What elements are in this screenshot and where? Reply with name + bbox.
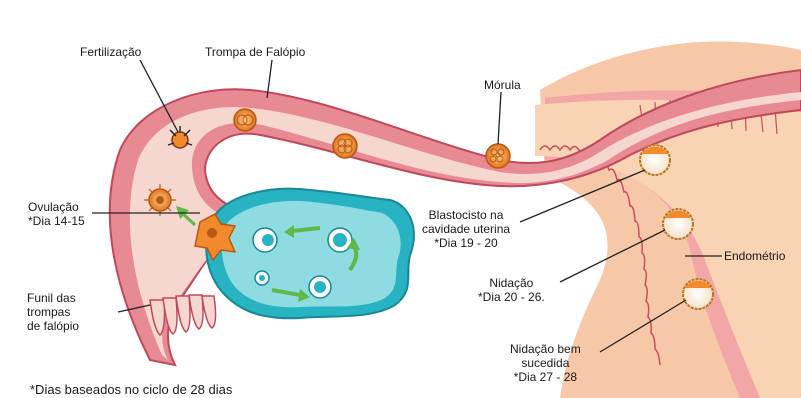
label-successful-nidation-day: *Dia 27 - 28 bbox=[510, 370, 581, 384]
fimbriae bbox=[150, 295, 216, 335]
label-funnel-line1: Funil das bbox=[27, 291, 79, 305]
label-ovulation: Ovulação *Dia 14-15 bbox=[28, 200, 85, 228]
label-successful-nidation-line2: sucedida bbox=[510, 356, 581, 370]
label-ovulation-day: *Dia 14-15 bbox=[28, 214, 85, 228]
label-blastocyst: Blastocisto na cavidade uterina *Dia 19 … bbox=[422, 208, 510, 250]
footnote: *Dias baseados no ciclo de 28 dias bbox=[30, 383, 232, 397]
label-morula: Mórula bbox=[484, 78, 521, 92]
morula bbox=[486, 144, 510, 168]
label-successful-nidation: Nidação bem sucedida *Dia 27 - 28 bbox=[510, 342, 581, 384]
zygote-2cell bbox=[234, 109, 256, 131]
label-funnel-line3: de falópio bbox=[27, 319, 79, 333]
label-successful-nidation-line1: Nidação bem bbox=[510, 342, 581, 356]
label-endometrium: Endométrio bbox=[724, 249, 785, 263]
label-blastocyst-line2: cavidade uterina bbox=[422, 222, 510, 236]
label-blastocyst-day: *Dia 19 - 20 bbox=[422, 236, 510, 250]
blastocyst-2 bbox=[663, 209, 693, 239]
label-nidation: Nidação *Dia 20 - 26. bbox=[478, 276, 545, 304]
label-funnel: Funil das trompas de falópio bbox=[27, 291, 79, 333]
label-nidation-day: *Dia 20 - 26. bbox=[478, 290, 545, 304]
zygote-4cell bbox=[333, 134, 357, 158]
label-nidation-title: Nidação bbox=[478, 276, 545, 290]
blastocyst-3 bbox=[683, 279, 713, 309]
label-ovulation-title: Ovulação bbox=[28, 200, 85, 214]
label-fallopian-tube: Trompa de Falópio bbox=[205, 45, 305, 59]
label-blastocyst-line1: Blastocisto na bbox=[422, 208, 510, 222]
label-fertilization: Fertilização bbox=[80, 45, 141, 59]
label-funnel-line2: trompas bbox=[27, 305, 79, 319]
